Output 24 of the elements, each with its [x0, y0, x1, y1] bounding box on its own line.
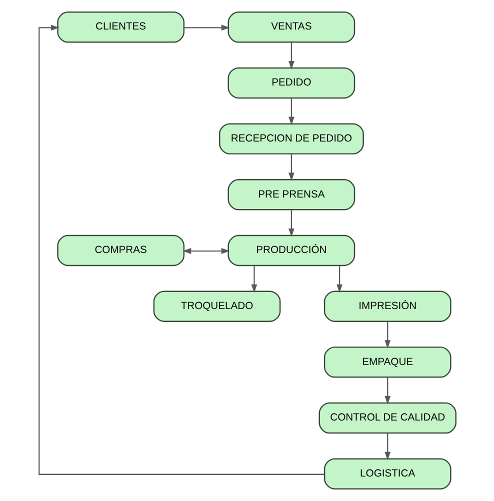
arrow — [336, 266, 342, 293]
arrow — [288, 154, 294, 182]
node-box: RECEPCION DE PEDIDO — [218, 123, 364, 154]
node-box: CONTROL DE CALIDAD — [318, 402, 456, 434]
arrow — [288, 210, 294, 237]
node-box: PRODUCCIÓN — [227, 234, 355, 266]
arrow — [38, 24, 324, 475]
node-box: EMPAQUE — [323, 346, 451, 378]
node-box: VENTAS — [227, 12, 355, 43]
arrow — [250, 266, 257, 293]
arrow — [288, 98, 294, 126]
node-box: LOGISTICA — [323, 458, 451, 490]
arrow — [384, 433, 390, 460]
node-box: CLIENTES — [56, 12, 184, 43]
arrow — [184, 24, 230, 31]
arrow — [384, 377, 390, 404]
node-box: PRE PRENSA — [227, 179, 355, 210]
node-box: PEDIDO — [227, 67, 355, 99]
node-box: COMPRAS — [56, 234, 184, 266]
arrow — [384, 322, 390, 349]
arrow — [288, 42, 294, 70]
node-box: IMPRESIÓN — [323, 290, 451, 322]
node-box: TROQUELADO — [152, 290, 280, 322]
arrow — [182, 248, 230, 254]
